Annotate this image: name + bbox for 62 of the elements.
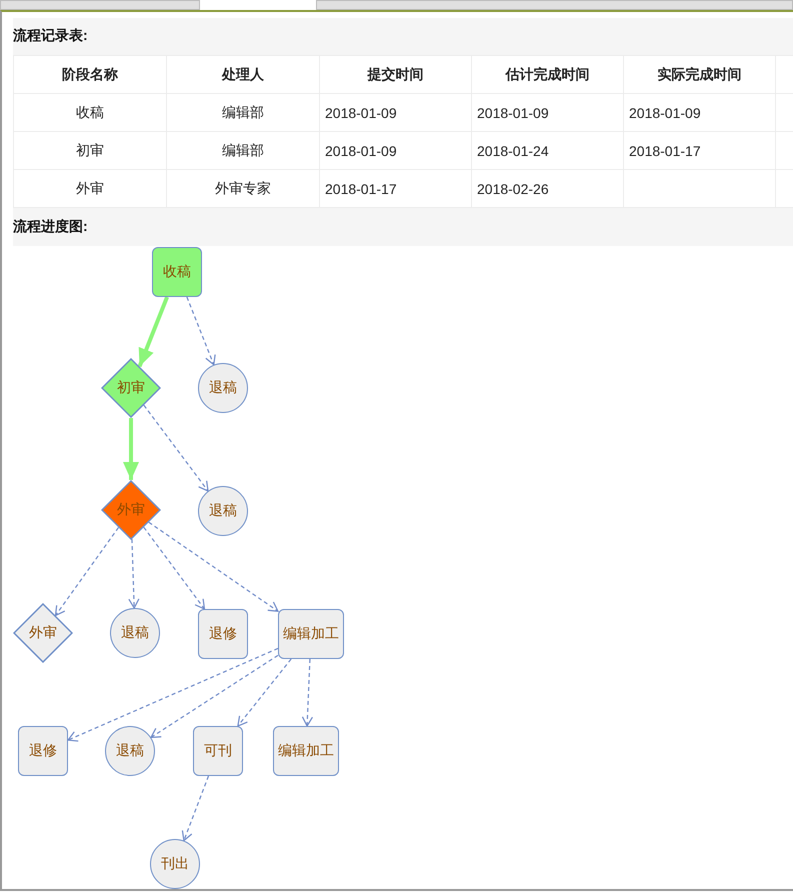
node-label: 编辑加工: [283, 625, 339, 643]
table-cell: 2018-01-09: [319, 93, 472, 132]
table-cell: 编辑部: [166, 93, 320, 132]
table-cell: 收稿: [13, 93, 167, 132]
table-cell: 外审专家: [166, 169, 320, 208]
table-cell: 2018-01-09: [471, 93, 624, 132]
arrow: [128, 539, 140, 609]
arrow: [148, 522, 279, 612]
arrow: [237, 658, 292, 727]
header-cell: 提交时间: [319, 55, 472, 94]
table-cell: 编辑部: [166, 131, 320, 170]
process-box: [18, 726, 68, 776]
section-heading: 流程记录表:: [13, 27, 88, 45]
process-box: [198, 609, 248, 659]
process-box: [193, 726, 243, 776]
arrow: [182, 776, 210, 842]
node-label: 退稿: [209, 379, 237, 397]
end-circle: [198, 486, 248, 536]
node-label: 退稿: [121, 624, 149, 642]
table-cell: 2018-01-09: [319, 131, 472, 170]
arrow: [143, 526, 206, 610]
arrow: [302, 658, 314, 727]
node-label: 退稿: [116, 742, 144, 760]
arrow: [186, 296, 216, 366]
header-cell: 处理人: [166, 55, 320, 94]
table-cell: 2018-02-26: [471, 169, 624, 208]
arrow: [143, 404, 209, 492]
arrow: [123, 418, 139, 480]
arrow: [138, 296, 169, 368]
process-box: [278, 609, 344, 659]
decision-diamond: [13, 603, 73, 663]
end-circle: [110, 608, 160, 658]
end-circle: [198, 363, 248, 413]
header-cell: 估计完成时间: [471, 55, 624, 94]
node-label: 刊出: [161, 855, 189, 873]
process-box: [273, 726, 339, 776]
node-label: 可刊: [204, 742, 232, 760]
end-circle: [150, 839, 200, 889]
table-cell: 2018-01-09: [623, 93, 776, 132]
node-label: 退修: [29, 742, 57, 760]
node-label: 外审: [29, 624, 57, 642]
end-circle: [105, 726, 155, 776]
node-label: 退修: [209, 625, 237, 643]
node-label: 退稿: [209, 502, 237, 520]
table-cell: 外审: [13, 169, 167, 208]
arrow: [150, 654, 278, 738]
decision-diamond: [101, 480, 161, 540]
header-cell: 阶段名称: [13, 55, 167, 94]
node-label: 编辑加工: [278, 742, 334, 760]
table-cell: 2018-01-24: [471, 131, 624, 170]
node-label: 初审: [117, 379, 145, 397]
node-label: 收稿: [163, 263, 191, 281]
arrow: [54, 527, 119, 616]
arrow: [67, 648, 278, 742]
table-cell: 2018-01-17: [319, 169, 472, 208]
decision-diamond: [101, 358, 161, 418]
section-heading: 流程进度图:: [13, 218, 88, 236]
process-box: [152, 247, 202, 297]
table-cell: 初审: [13, 131, 167, 170]
node-label: 外审: [117, 501, 145, 519]
table-cell: 2018-01-17: [623, 131, 776, 170]
header-cell: 实际完成时间: [623, 55, 776, 94]
